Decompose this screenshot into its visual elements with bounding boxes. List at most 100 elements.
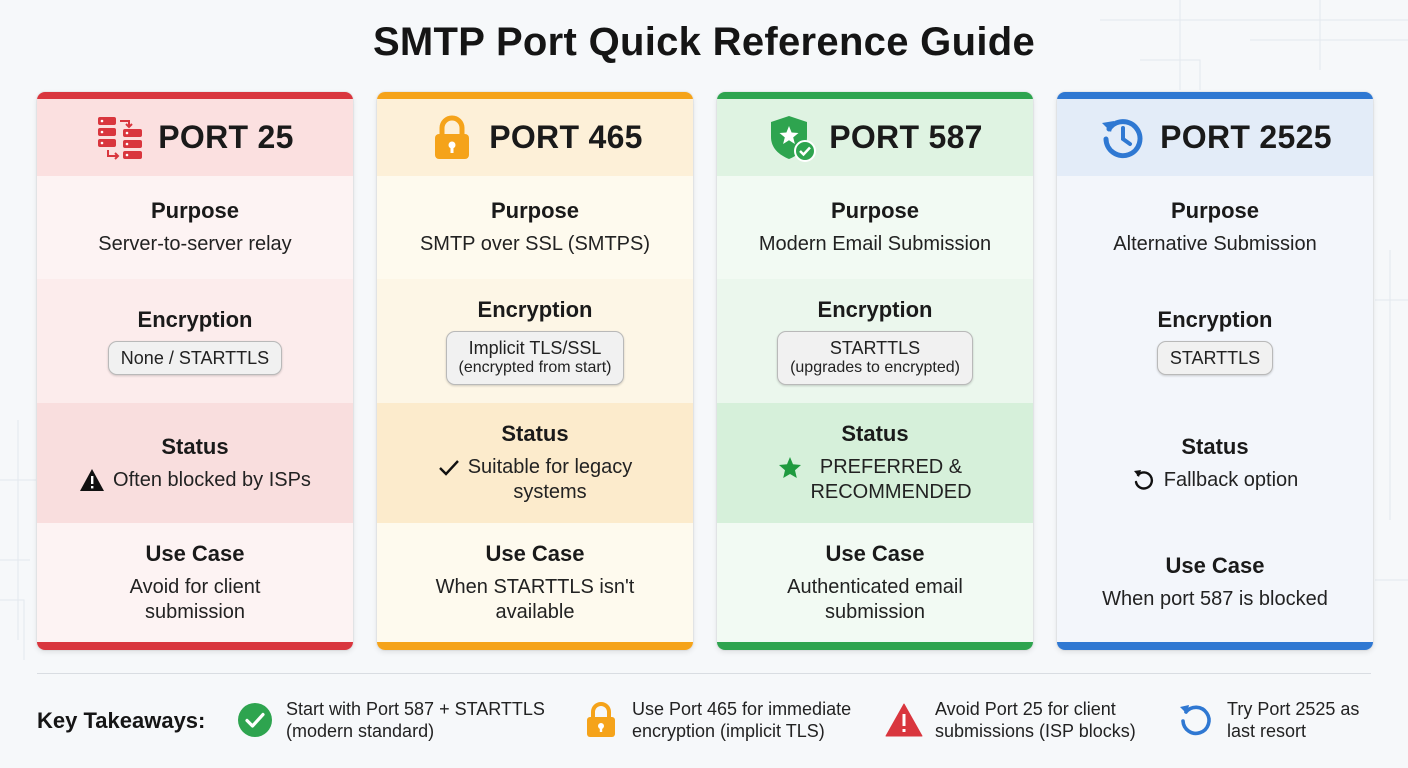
use-case-line-2: available [495, 600, 575, 623]
card-top-bar [377, 92, 693, 99]
takeaway-line-2: encryption (implicit TLS) [632, 721, 825, 741]
card-header: PORT 2525 [1057, 99, 1373, 177]
section-divider [37, 673, 1371, 674]
encryption-badge: None / STARTTLS [107, 341, 283, 375]
takeaway-line-1: Try Port 2525 as [1227, 699, 1360, 719]
use-case-line-1: When STARTTLS isn't [435, 575, 635, 598]
server-relay-icon [96, 113, 146, 163]
status-value: Often blocked by ISPs [113, 468, 311, 491]
checkmark-icon [438, 455, 460, 480]
port-465-card: PORT 465 Purpose SMTP over SSL (SMTPS) E… [377, 92, 693, 650]
card-bottom-bar [377, 642, 693, 650]
card-top-bar [717, 92, 1033, 99]
status-line-1: Suitable for legacy [467, 456, 633, 478]
use-case-section: Use Case When STARTTLS isn't available [377, 523, 693, 642]
encryption-label: Encryption [137, 307, 253, 332]
use-case-line-2: submission [144, 600, 246, 623]
warning-icon [885, 701, 923, 739]
purpose-label: Purpose [1170, 198, 1260, 223]
purpose-value: Modern Email Submission [758, 233, 992, 255]
encryption-value: None / STARTTLS [120, 348, 270, 368]
use-case-line-2: submission [824, 600, 926, 623]
encryption-section: Encryption STARTTLS (upgrades to encrypt… [717, 279, 1033, 404]
takeaways-label: Key Takeaways: [37, 708, 206, 733]
page-title: SMTP Port Quick Reference Guide [372, 20, 1036, 64]
use-case-section: Use Case Avoid for client submission [37, 523, 353, 642]
key-takeaways: Key Takeaways: Start with Port 587 + STA… [37, 690, 1377, 752]
purpose-label: Purpose [830, 198, 920, 223]
card-bottom-bar [1057, 642, 1373, 650]
purpose-label: Purpose [150, 198, 240, 223]
port-25-card: PORT 25 Purpose Server-to-server relay E… [37, 92, 353, 650]
card-top-bar [37, 92, 353, 99]
purpose-section: Purpose Modern Email Submission [717, 176, 1033, 280]
takeaway-line-1: Start with Port 587 + STARTTLS [286, 699, 545, 719]
purpose-value: SMTP over SSL (SMTPS) [419, 233, 651, 255]
encryption-label: Encryption [817, 297, 933, 322]
encryption-value: Implicit TLS/SSL [468, 338, 602, 358]
status-line-2: systems [513, 481, 587, 503]
card-top-bar [1057, 92, 1373, 99]
card-header: PORT 587 [717, 99, 1033, 177]
status-label: Status [841, 421, 909, 446]
status-section: Status Often blocked by ISPs [37, 403, 353, 524]
encryption-note: (encrypted from start) [458, 359, 612, 376]
encryption-note: (upgrades to encrypted) [790, 359, 960, 376]
status-section: Status Suitable for legacy systems [377, 403, 693, 524]
takeaway-item: Try Port 2525 as last resort [1177, 698, 1359, 742]
port-2525-card: PORT 2525 Purpose Alternative Submission… [1057, 92, 1373, 650]
card-bottom-bar [717, 642, 1033, 650]
purpose-section: Purpose SMTP over SSL (SMTPS) [377, 176, 693, 280]
port-title: PORT 465 [489, 119, 643, 155]
port-title: PORT 587 [829, 119, 983, 155]
use-case-label: Use Case [485, 540, 585, 566]
takeaway-line-2: (modern standard) [286, 721, 435, 741]
use-case-label: Use Case [1165, 553, 1265, 578]
use-case-label: Use Case [825, 540, 925, 566]
takeaway-item: Avoid Port 25 for client submissions (IS… [885, 698, 1136, 742]
star-icon [778, 455, 802, 480]
takeaway-line-2: submissions (ISP blocks) [935, 721, 1136, 741]
encryption-label: Encryption [1157, 307, 1273, 332]
refresh-icon [1132, 468, 1156, 493]
takeaway-line-1: Avoid Port 25 for client [935, 699, 1116, 719]
status-label: Status [501, 421, 569, 446]
purpose-section: Purpose Alternative Submission [1057, 176, 1373, 280]
purpose-value: Alternative Submission [1113, 233, 1317, 255]
purpose-label: Purpose [490, 198, 580, 223]
status-line-1: PREFERRED & [819, 456, 963, 478]
history-icon [1177, 701, 1215, 739]
warning-icon [79, 468, 105, 493]
use-case-label: Use Case [145, 540, 245, 566]
port-title: PORT 2525 [1160, 119, 1332, 155]
history-icon [1098, 113, 1148, 163]
encryption-value: STARTTLS [829, 338, 921, 358]
shield-star-icon [767, 113, 817, 163]
port-cards: PORT 25 Purpose Server-to-server relay E… [37, 92, 1373, 650]
encryption-badge: Implicit TLS/SSL (encrypted from start) [445, 331, 625, 385]
takeaway-item: Use Port 465 for immediate encryption (i… [582, 698, 851, 742]
encryption-section: Encryption None / STARTTLS [37, 279, 353, 404]
purpose-value: Server-to-server relay [98, 233, 292, 255]
encryption-badge: STARTTLS (upgrades to encrypted) [777, 331, 973, 385]
takeaway-line-1: Use Port 465 for immediate [632, 699, 852, 719]
use-case-section: Use Case Authenticated email submission [717, 523, 1033, 642]
use-case-section: Use Case When port 587 is blocked [1057, 523, 1373, 642]
status-section: Status PREFERRED & RECOMMENDED [717, 403, 1033, 524]
status-label: Status [161, 433, 229, 459]
status-value: Suitable for legacy systems [468, 455, 633, 505]
padlock-icon [582, 701, 620, 739]
status-line-2: RECOMMENDED [810, 481, 972, 503]
card-bottom-bar [37, 642, 353, 650]
padlock-icon [427, 113, 477, 163]
status-value: PREFERRED & RECOMMENDED [810, 455, 971, 505]
encryption-value: STARTTLS [1169, 348, 1261, 368]
purpose-section: Purpose Server-to-server relay [37, 176, 353, 280]
port-587-card: PORT 587 Purpose Modern Email Submission… [717, 92, 1033, 650]
encryption-section: Encryption Implicit TLS/SSL (encrypted f… [377, 279, 693, 404]
use-case-line-1: Avoid for client [129, 575, 261, 598]
check-circle-icon [236, 701, 274, 739]
card-header: PORT 25 [37, 99, 353, 177]
use-case-line-1: Authenticated email [787, 575, 963, 598]
status-label: Status [1181, 433, 1249, 459]
